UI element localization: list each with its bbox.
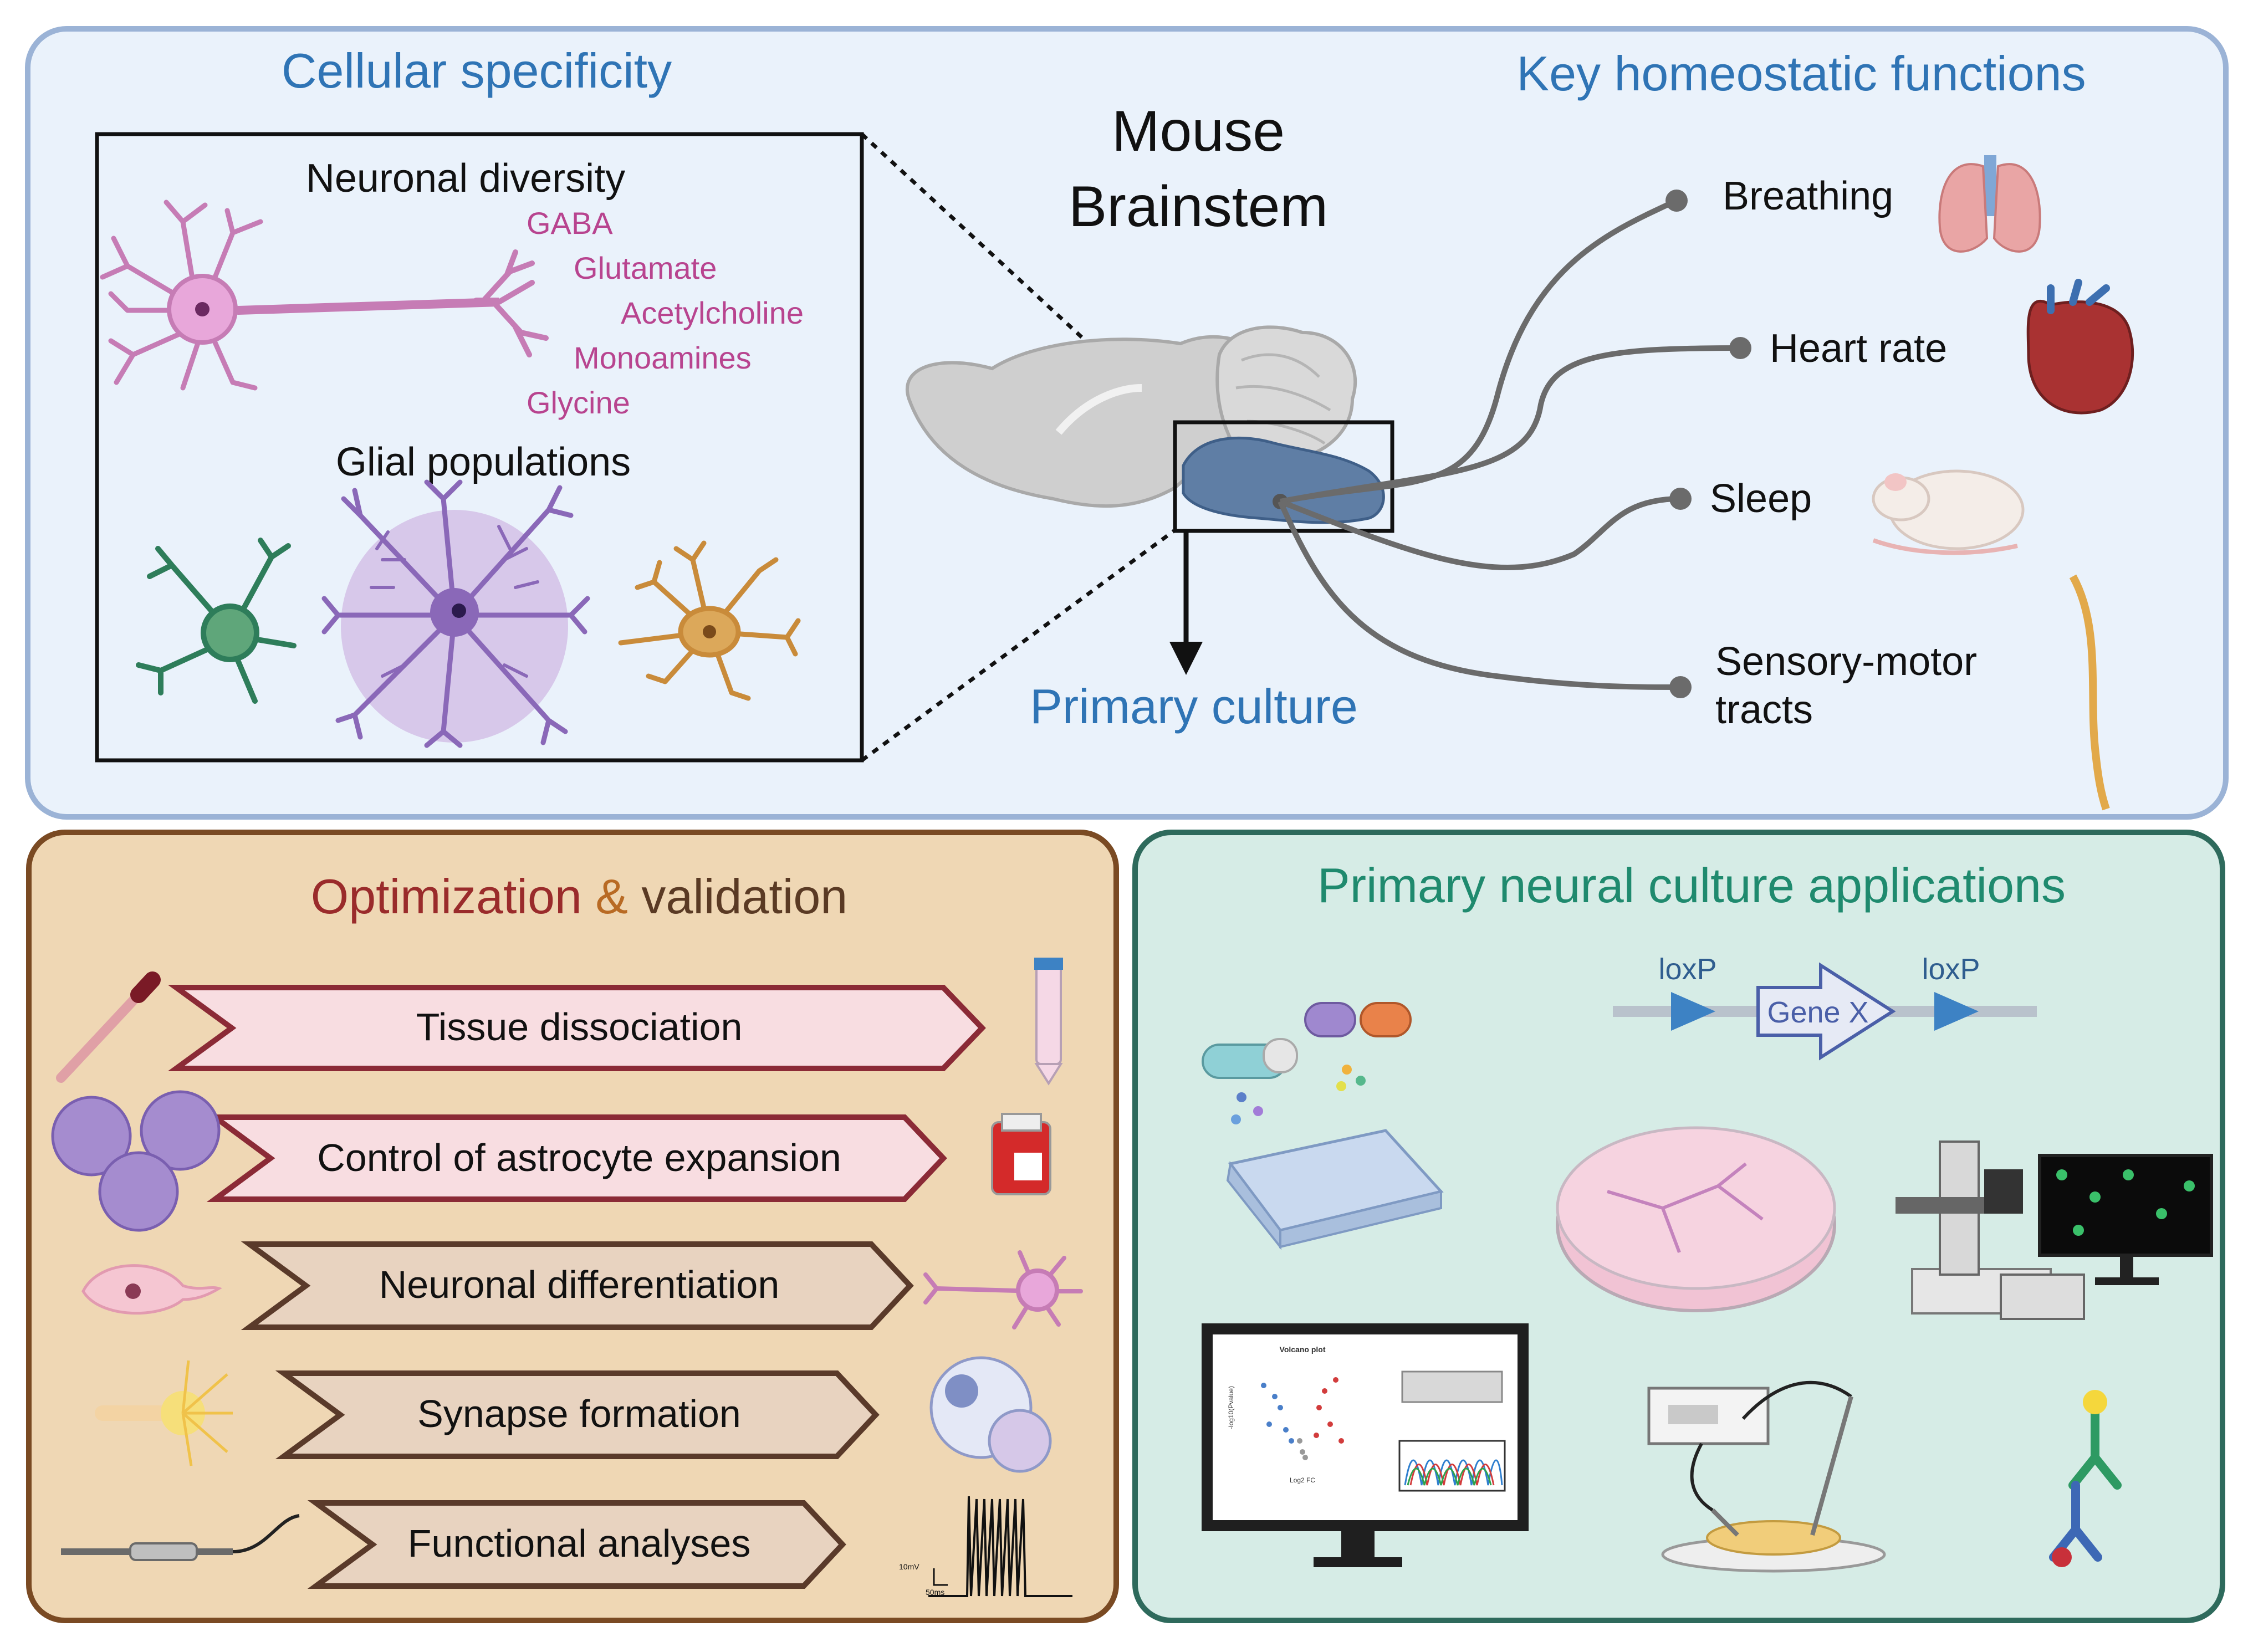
- step-arrow-astrocyte-expansion: Control of astrocyte expansion: [206, 1114, 947, 1202]
- function-heart-rate: Heart rate: [1770, 326, 1947, 371]
- applications-title: Primary neural culture applications: [1317, 858, 2066, 913]
- loxp-right-triangle-icon: [1934, 992, 1979, 1031]
- fluorescence-monitor-icon: [2038, 1154, 2213, 1285]
- breathing-dot: [1665, 190, 1688, 212]
- glial-populations-title: Glial populations: [336, 440, 631, 484]
- loxp-right-label: loxP: [1922, 953, 1980, 986]
- media-bottle-icon: [991, 1113, 1051, 1195]
- top-panel: Cellular specificity Key homeostatic fun…: [25, 26, 2229, 820]
- differentiated-neuron-icon: [923, 1250, 1083, 1329]
- svg-text:Neuronal differentiation: Neuronal differentiation: [379, 1263, 780, 1306]
- step-arrow-synapse-formation: Synapse formation: [275, 1370, 880, 1459]
- nt-glutamate: Glutamate: [574, 250, 717, 285]
- applications-panel: Primary neural culture applications loxP…: [1132, 830, 2225, 1623]
- drug-capsules-icon: [1202, 1002, 1412, 1124]
- antibodies-icon: [2049, 1390, 2122, 1567]
- function-sensory-motor-tracts: tracts: [1715, 688, 1813, 732]
- step-arrow-tissue-dissociation: Tissue dissociation: [167, 985, 986, 1071]
- step-arrow-neuronal-differentiation: Neuronal differentiation: [241, 1241, 914, 1330]
- neuron-nucleus-icon: [195, 302, 210, 316]
- synapse-neuron-icon: [95, 1360, 233, 1466]
- svg-text:Functional analyses: Functional analyses: [408, 1522, 751, 1565]
- optimization-title: Optimization & validation: [311, 869, 847, 924]
- sensory-motor-dot: [1669, 676, 1692, 698]
- optimization-panel: Optimization & validation Tissue dissoci…: [26, 830, 1119, 1623]
- heart-rate-dot: [1729, 337, 1751, 359]
- key-functions-title: Key homeostatic functions: [1516, 46, 2086, 101]
- oligodendrocyte-icon: [136, 538, 297, 704]
- volcano-plot-xlabel: Log2 FC: [1290, 1476, 1315, 1484]
- function-connectors: [1278, 198, 1741, 690]
- nt-acetylcholine: Acetylcholine: [621, 295, 804, 330]
- sleep-dot: [1669, 488, 1692, 510]
- gene-x-label: Gene X: [1767, 996, 1868, 1029]
- cellular-inset-box: Neuronal diversity GABA Glutamate Acetyl…: [95, 132, 864, 763]
- pipette-icon: [56, 971, 161, 1083]
- well-plate-icon: [1226, 1129, 1444, 1250]
- gel-strip-icon: [1401, 1370, 1503, 1403]
- svg-text:Control of astrocyte expansion: Control of astrocyte expansion: [317, 1136, 841, 1179]
- cellular-specificity-title: Cellular specificity: [282, 43, 672, 98]
- loxp-construct: loxP loxP Gene X: [1613, 953, 2037, 1061]
- electrophysiology-rig-icon: [1647, 1380, 1886, 1573]
- nt-gaba: GABA: [527, 206, 613, 241]
- falcon-tube-icon: [1034, 958, 1063, 1086]
- svg-text:Synapse formation: Synapse formation: [417, 1392, 741, 1435]
- mouse-title: Mouse: [1112, 99, 1285, 163]
- microglia-nucleus-icon: [703, 625, 716, 638]
- spinal-cord-icon: [2069, 574, 2110, 811]
- nt-glycine: Glycine: [527, 385, 630, 420]
- function-sensory-motor: Sensory-motor: [1715, 640, 1977, 684]
- computer-monitor-icon: Volcano plot Log2 FC -log10(Pvalue): [1202, 1323, 1529, 1567]
- loxp-left-triangle-icon: [1671, 992, 1715, 1031]
- gene-x-arrow-icon: [1756, 962, 1896, 1061]
- brainstem-zoom-box: [1173, 420, 1394, 533]
- function-breathing: Breathing: [1723, 174, 1893, 218]
- brainstem-region-icon: [1182, 436, 1385, 524]
- astrocyte-cluster-icon: [51, 1090, 221, 1232]
- trace-scale-voltage: 10mV: [899, 1562, 919, 1571]
- zoom-line-top: [860, 132, 1176, 424]
- action-potential-trace-icon: 10mV 50ms: [899, 1496, 1072, 1597]
- zoom-line-bottom: [860, 529, 1176, 762]
- microscope-icon: [1896, 1140, 2085, 1320]
- immature-neuron-icon: [81, 1264, 222, 1315]
- nt-monoamines: Monoamines: [574, 340, 752, 375]
- step-arrow-functional-analyses: Functional analyses: [307, 1500, 846, 1589]
- volcano-plot-title: Volcano plot: [1280, 1345, 1326, 1354]
- astrocyte-icon: [321, 479, 590, 748]
- svg-text:Tissue dissociation: Tissue dissociation: [416, 1005, 743, 1049]
- petri-dish-icon: [1556, 1126, 1836, 1312]
- neuronal-diversity-title: Neuronal diversity: [306, 156, 625, 201]
- electrode-icon: [61, 1514, 300, 1561]
- lungs-icon: [1938, 155, 2041, 253]
- synaptic-vesicle-icon: [929, 1356, 1052, 1473]
- sleeping-mouse-icon: [1872, 469, 2025, 555]
- heart-icon: [2026, 279, 2134, 415]
- volcano-plot-ylabel: -log10(Pvalue): [1227, 1386, 1235, 1429]
- primary-culture-label: Primary culture: [1030, 679, 1358, 734]
- trace-scale-time: 50ms: [926, 1588, 944, 1597]
- volcano-points: [1261, 1377, 1344, 1460]
- primary-culture-arrowhead: [1169, 642, 1203, 675]
- loxp-left-label: loxP: [1658, 953, 1716, 986]
- brainstem-title: Brainstem: [1069, 175, 1328, 239]
- function-sleep: Sleep: [1710, 477, 1812, 521]
